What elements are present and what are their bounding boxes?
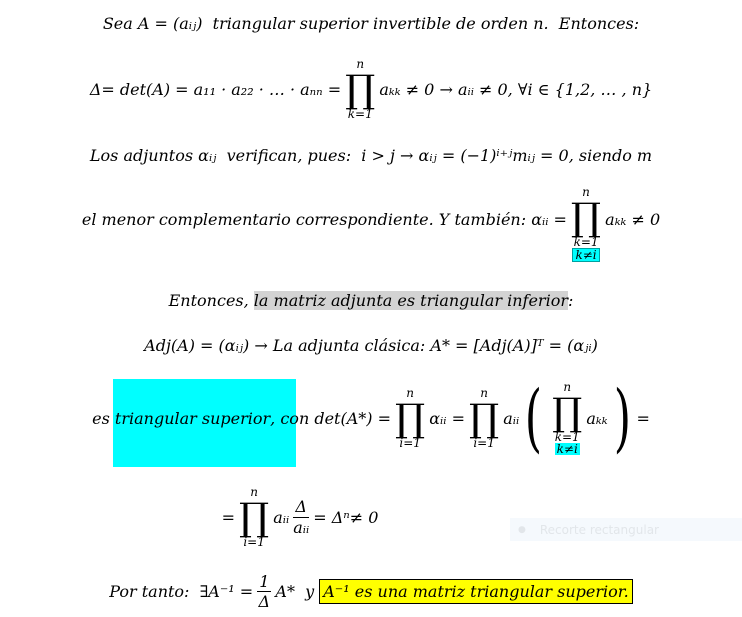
product-operator: n ∏ k=1	[345, 58, 375, 120]
line-result: = n ∏ i=1 aᵢᵢ Δ aᵢᵢ = Δⁿ≠ 0	[0, 486, 600, 548]
line-entonces: Entonces, la matriz adjunta es triangula…	[0, 291, 742, 310]
text: aₖₖ	[586, 408, 608, 428]
text: es	[92, 408, 115, 428]
upper-limit: n	[480, 386, 488, 400]
highlighted-condition: k≠i	[572, 248, 600, 262]
lower-limit: i=1	[399, 436, 421, 450]
text: aᵢᵢ	[503, 408, 520, 428]
product-symbol: ∏	[552, 390, 583, 434]
text: A* y	[275, 582, 320, 602]
text: =	[221, 507, 235, 527]
tooltip-text: Recorte rectangular	[539, 522, 659, 537]
line-menor: el menor complementario correspondiente.…	[0, 186, 742, 262]
snipping-tooltip: ● Recorte rectangular	[510, 518, 742, 541]
left-paren: (	[524, 375, 543, 461]
upper-limit: n	[250, 485, 258, 499]
line-triangular-superior: es triangular superior, con det(A*) = n …	[0, 381, 742, 455]
lower-limit: i=1	[473, 436, 495, 450]
upper-limit: n	[582, 185, 590, 199]
line-adjunta: Adj(A) = (αᵢⱼ) → La adjunta clásica: A* …	[144, 336, 598, 355]
product-operator: n ∏ k=1 k≠i	[571, 186, 601, 262]
text: Δ= det(A) = a₁₁ · a₂₂ · … · aₙₙ =	[89, 79, 342, 99]
product-operator: n ∏ i=1	[239, 486, 269, 548]
highlighted-text: triangular superior	[114, 408, 271, 428]
text: aₖₖ ≠ 0 → aᵢᵢ ≠ 0, ∀i ∈ {1,2, … , n}	[379, 79, 653, 99]
product-operator: n ∏ k=1 k≠i	[552, 381, 582, 455]
product-symbol: ∏	[468, 396, 500, 440]
upper-limit: n	[406, 386, 414, 400]
text: aₖₖ ≠ 0	[605, 210, 661, 229]
product-operator: n ∏ i=1	[395, 387, 425, 449]
lower-limit: k=1	[573, 235, 599, 249]
product-operator: n ∏ i=1	[469, 387, 499, 449]
fraction: Δ aᵢᵢ	[293, 497, 309, 536]
text: Por tanto: ∃A⁻¹ =	[109, 582, 254, 602]
bullet-icon: ●	[518, 524, 526, 535]
gray-highlight-text: la matriz adjunta es triangular inferior	[253, 291, 568, 310]
upper-limit: n	[356, 57, 365, 71]
denominator: aᵢᵢ	[293, 517, 310, 537]
product-symbol: ∏	[570, 195, 602, 239]
lower-limit: i=1	[243, 535, 265, 549]
cyan-highlight-box	[113, 379, 296, 467]
numerator: Δ	[293, 497, 309, 518]
lower-limit: k=1	[554, 430, 580, 444]
text: :	[567, 291, 574, 310]
denominator: Δ	[258, 592, 271, 612]
text: aᵢᵢ	[273, 507, 290, 527]
line-definition: Sea A = (aᵢⱼ) triangular superior invert…	[102, 14, 640, 33]
line-adjuntos: Los adjuntos αᵢⱼ verifican, pues: i > j …	[89, 146, 653, 165]
upper-limit: n	[563, 380, 572, 394]
line-conclusion: Por tanto: ∃A⁻¹ = 1 Δ A* y A⁻¹ es una ma…	[0, 572, 742, 611]
text: =	[636, 408, 650, 428]
text: = Δⁿ≠ 0	[313, 507, 379, 527]
right-paren: )	[613, 375, 631, 461]
fraction: 1 Δ	[257, 572, 272, 612]
text: el menor complementario correspondiente.…	[81, 210, 567, 229]
product-symbol: ∏	[345, 67, 376, 111]
text: , con det(A*) =	[270, 408, 391, 428]
text: Entonces,	[168, 291, 254, 310]
highlighted-condition: k≠i	[554, 442, 580, 456]
yellow-highlight-text: A⁻¹ es una matriz triangular superior.	[319, 579, 633, 605]
text: αᵢᵢ =	[429, 408, 465, 428]
numerator: 1	[257, 572, 272, 593]
product-symbol: ∏	[395, 396, 426, 440]
product-symbol: ∏	[238, 495, 270, 539]
lower-limit: k=1	[347, 107, 373, 121]
line-determinant: Δ= det(A) = a₁₁ · a₂₂ · … · aₙₙ = n ∏ k=…	[0, 58, 742, 120]
